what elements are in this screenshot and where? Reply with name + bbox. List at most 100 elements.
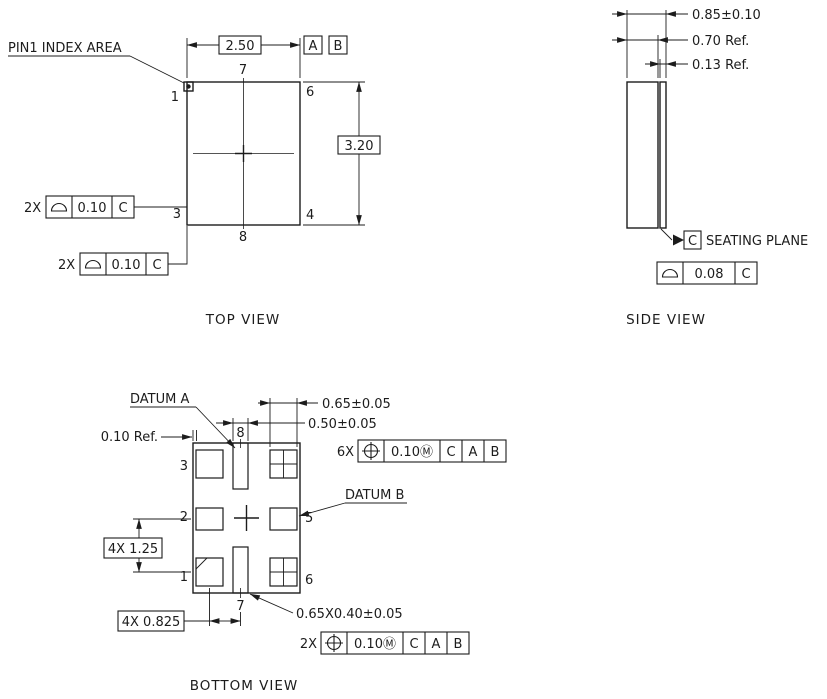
width-dim-box (218, 35, 262, 55)
pad-pin6 (269, 557, 298, 587)
center-pad-size-value: 0.65X0.40±0.05 (296, 607, 403, 622)
bottom-view-title: BOTTOM VIEW (190, 678, 299, 694)
fcf-position-side-pads: 6X 0.10Ⓜ C A B (337, 439, 507, 463)
pad-center-offset-box (117, 610, 185, 632)
pin-label-1: 1 (171, 90, 179, 105)
seating-datum-box (683, 230, 702, 250)
package-lid-side (659, 81, 667, 229)
side-view-title: SIDE VIEW (626, 312, 706, 328)
center-mark-icon (234, 439, 259, 598)
seating-plane-callout: C SEATING PLANE (660, 228, 808, 250)
edge-offset-dimension: 0.10 Ref. (101, 430, 197, 445)
center-pad-size-dimension: 0.65X0.40±0.05 (249, 593, 403, 622)
pin-label-2: 2 (180, 510, 188, 525)
datum-a-box (303, 35, 323, 55)
fcf-tolerance: 0.10 (112, 258, 141, 273)
fcf-datum-2: A (432, 637, 441, 652)
pad-pitch-box (103, 537, 163, 559)
package-body-side (626, 81, 659, 229)
pad-pin2 (195, 507, 224, 531)
datum-b-label: B (334, 39, 343, 54)
seating-plane-label: SEATING PLANE (706, 234, 808, 249)
profile-of-surface-icon (84, 260, 102, 269)
fcf-position-center-pads: 2X 0.10Ⓜ C A B (300, 631, 470, 655)
datum-a-label: A (309, 39, 318, 54)
pin-label-6: 6 (305, 573, 313, 588)
fcf-tolerance: 0.10Ⓜ (354, 637, 396, 652)
pad-center-offset-value: 4X 0.825 (122, 615, 181, 630)
pin1-index-icon (183, 81, 194, 92)
thickness-extension-lines (626, 10, 667, 78)
pin-label-5: 5 (305, 511, 313, 526)
datum-b-callout: DATUM B (298, 488, 407, 517)
fcf-datum-3: B (454, 637, 463, 652)
pad-pin5-datum-b (269, 507, 298, 531)
lid-thickness-value: 0.13 Ref. (692, 58, 749, 73)
center-pad-width-dimension: 0.50±0.05 (216, 417, 377, 441)
datum-a-text: DATUM A (130, 392, 189, 407)
fcf-profile-side: 0.08 C (656, 261, 758, 285)
top-view: PIN1 INDEX AREA 2.50 A B (8, 35, 381, 328)
fcf-qty: 2X (300, 637, 317, 652)
fcf-datum: C (118, 201, 127, 216)
fcf-datum-2: A (469, 445, 478, 460)
fcf-profile-bottom: 2X 0.10 C (58, 226, 188, 276)
center-pad-width-value: 0.50±0.05 (308, 417, 377, 432)
fcf-tolerance: 0.10 (78, 201, 107, 216)
fcf-datum-3: B (491, 445, 500, 460)
pin-label-3: 3 (173, 207, 181, 222)
position-symbol-icon (362, 442, 380, 460)
width-dim-value: 2.50 (226, 39, 255, 54)
pad-pin7 (232, 546, 249, 594)
pin1-chamfer-icon (195, 557, 208, 570)
lid-thickness-dimension: 0.13 Ref. (645, 58, 749, 73)
pad-width-value: 0.65±0.05 (322, 397, 391, 412)
pad-pin4 (269, 449, 298, 479)
fcf-tolerance: 0.08 (695, 267, 724, 282)
pin-label-7: 7 (239, 63, 247, 78)
datum-b-text: DATUM B (345, 488, 404, 503)
height-dimension: 3.20 (303, 81, 381, 226)
pin-label-6: 6 (306, 85, 314, 100)
body-thickness-dimension: 0.70 Ref. (612, 34, 749, 49)
profile-of-surface-icon (50, 203, 68, 212)
datum-b-box (328, 35, 348, 55)
pin-label-4: 4 (306, 208, 314, 223)
fcf-profile-left: 2X 0.10 C (24, 195, 187, 219)
fcf-datum: C (152, 258, 161, 273)
total-thickness-value: 0.85±0.10 (692, 8, 761, 23)
side-view: 0.85±0.10 0.70 Ref. 0.13 Ref. C SEATING … (612, 8, 808, 328)
width-dimension: 2.50 (186, 35, 301, 78)
fcf-qty: 2X (24, 201, 41, 216)
total-thickness-dimension: 0.85±0.10 (612, 8, 761, 23)
fcf-tolerance: 0.10Ⓜ (391, 445, 433, 460)
height-dim-value: 3.20 (345, 139, 374, 154)
fcf-datum: C (741, 267, 750, 282)
pad-pin8-datum-a (232, 442, 249, 490)
pad-pin1 (195, 557, 224, 587)
pin-label-7: 7 (236, 599, 244, 614)
pad-pitch-dimension: 4X 1.25 (103, 518, 191, 573)
pin-label-3: 3 (180, 459, 188, 474)
profile-of-surface-icon (661, 269, 679, 278)
pad-pitch-value: 4X 1.25 (108, 542, 158, 557)
bottom-view: 8 3 2 1 5 6 7 DATUM A 0.10 Ref. 0.65±0.0… (101, 392, 507, 694)
position-symbol-icon (325, 634, 343, 652)
pad-pin3 (195, 449, 224, 479)
top-view-title: TOP VIEW (205, 312, 280, 328)
pad-width-dimension: 0.65±0.05 (258, 397, 391, 447)
fcf-datum-1: C (409, 637, 418, 652)
fcf-qty: 6X (337, 445, 354, 460)
datum-triangle-icon (673, 234, 684, 246)
center-mark-icon (193, 78, 294, 229)
pin-label-1: 1 (180, 570, 188, 585)
fcf-qty: 2X (58, 258, 75, 273)
pin-label-8: 8 (236, 426, 244, 441)
seating-datum-label: C (688, 234, 697, 249)
height-dim-box (337, 135, 381, 155)
body-thickness-value: 0.70 Ref. (692, 34, 749, 49)
datum-a-callout: DATUM A (130, 392, 236, 449)
pin-label-8: 8 (239, 230, 247, 245)
